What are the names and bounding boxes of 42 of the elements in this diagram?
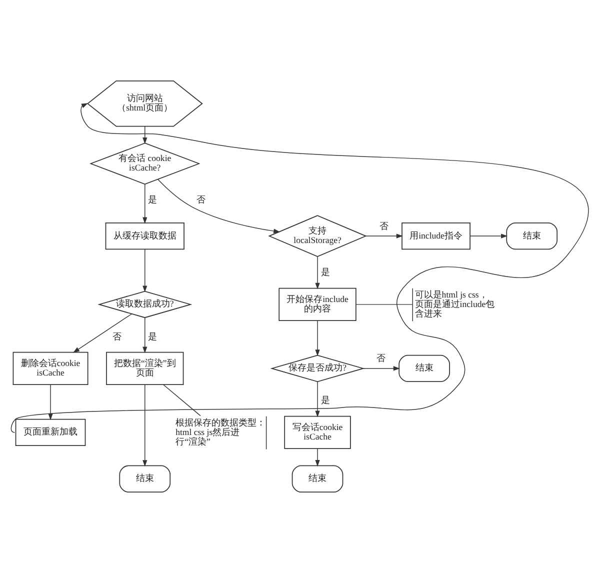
arrow bbox=[142, 384, 148, 467]
arrow bbox=[470, 234, 508, 238]
edge-label: 是 bbox=[320, 266, 330, 277]
node-box: 结束 bbox=[506, 222, 558, 250]
node-box: 开始保存include的内容 bbox=[278, 288, 356, 321]
edge-label: 否 bbox=[376, 353, 386, 364]
node-box: 页面重新加载 bbox=[15, 418, 86, 446]
edge-label: 否 bbox=[196, 194, 206, 204]
arrow bbox=[72, 314, 132, 353]
edge-label: 是 bbox=[320, 394, 330, 405]
connector bbox=[356, 304, 413, 305]
node-box: 从缓存读取数据 bbox=[105, 222, 184, 250]
node-diamond: 保存是否成功? bbox=[270, 354, 365, 382]
arrow bbox=[315, 256, 320, 290]
edge-label: 否 bbox=[380, 220, 389, 231]
arrow bbox=[142, 184, 148, 224]
arrow bbox=[10, 103, 588, 433]
node-text: 根据保存的数据类型：html css js然后进行“渲染” bbox=[176, 418, 266, 447]
arrow bbox=[142, 317, 148, 354]
edge-label: 是 bbox=[148, 331, 158, 342]
node-box: 结束 bbox=[398, 354, 450, 382]
node-box: 结束 bbox=[292, 465, 344, 493]
arrow bbox=[315, 320, 320, 356]
node-box: 把数据“渲染”到页面 bbox=[106, 352, 184, 385]
arrow bbox=[142, 126, 148, 144]
node-text: 可以是html js css，页面是通过include包含进来 bbox=[414, 290, 495, 319]
node-diamond: 读取数据成功? bbox=[98, 290, 192, 318]
arrow bbox=[315, 381, 320, 418]
node-box: 用include指令 bbox=[402, 222, 470, 250]
edge-label: 是 bbox=[148, 194, 158, 204]
connector bbox=[162, 384, 201, 416]
arrow bbox=[366, 234, 403, 238]
node-box: 删除会话cookie isCache bbox=[12, 352, 88, 385]
arrow bbox=[315, 448, 320, 467]
node-diamond: 有会话 cookie isCache? bbox=[90, 142, 200, 185]
edge-label: 否 bbox=[112, 331, 122, 342]
arrow bbox=[157, 178, 280, 234]
node-box: 结束 bbox=[119, 465, 171, 493]
arrow bbox=[142, 249, 148, 292]
node-diamond: 支持localStorage? bbox=[268, 215, 367, 257]
node-box: 写会话cookie isCache bbox=[284, 416, 351, 449]
arrow bbox=[362, 366, 400, 371]
